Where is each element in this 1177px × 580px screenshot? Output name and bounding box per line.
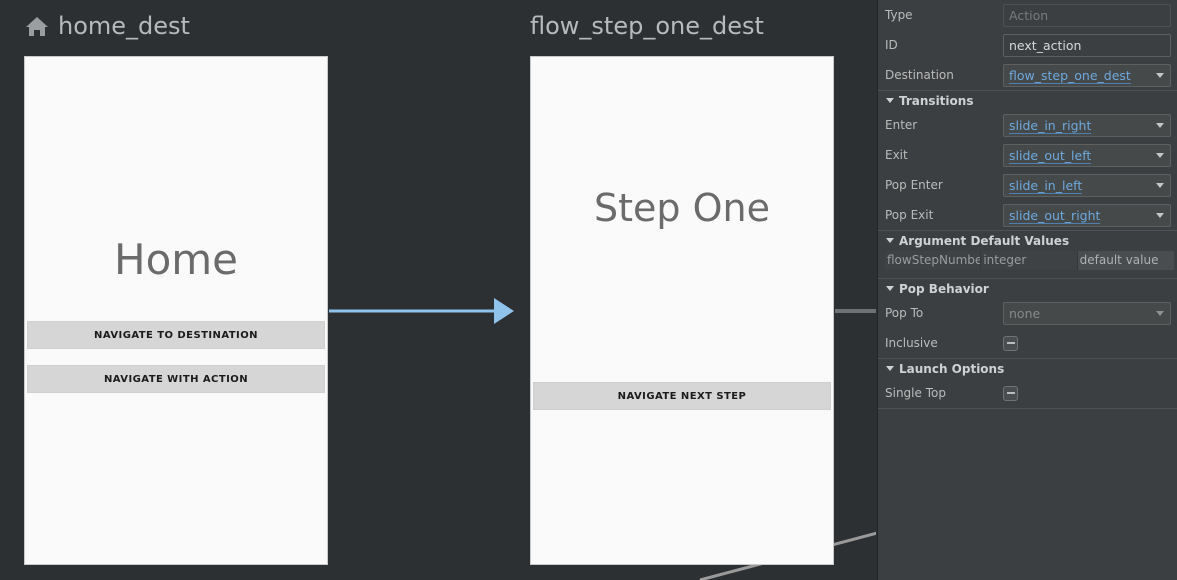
home-icon [26,17,48,36]
property-label-type: Type [885,8,913,22]
screen-label-home: Home [113,235,239,284]
destination-title-flow-step-one-dest: flow_step_one_dest [530,12,764,40]
chevron-down-icon [1156,153,1164,158]
section-title: Transitions [899,93,974,108]
destination-dropdown[interactable]: flow_step_one_dest [1003,63,1171,87]
screen-button-navigate-with-action[interactable]: NAVIGATE WITH ACTION [27,365,325,393]
property-label-inclusive: Inclusive [885,336,938,350]
property-row-type: Type Action [878,0,1177,30]
navigation-graph-canvas[interactable]: home_dest flow_step_one_dest Home N [0,0,876,580]
chevron-down-icon [886,98,894,103]
destination-title-text: home_dest [58,12,190,40]
property-row-id: ID next_action [878,30,1177,60]
property-row-pop-enter: Pop Enter slide_in_left [878,170,1177,200]
section-title: Launch Options [899,361,1005,376]
section-header-transitions[interactable]: Transitions [878,90,1177,110]
screen-label-step-one: Step One [594,186,770,230]
indeterminate-dash-icon [1006,342,1015,344]
pop-enter-transition-value: slide_in_left [1009,177,1083,194]
pop-to-dropdown[interactable]: none [1003,301,1171,325]
property-row-destination: Destination flow_step_one_dest [878,60,1177,90]
exit-transition-value: slide_out_left [1009,147,1092,164]
pop-exit-transition-dropdown[interactable]: slide_out_right [1003,203,1171,227]
property-label-pop-enter: Pop Enter [885,178,943,192]
property-row-inclusive: Inclusive [878,328,1177,358]
section-title: Argument Default Values [899,233,1070,248]
property-row-exit: Exit slide_out_left [878,140,1177,170]
chevron-down-icon [1156,123,1164,128]
pop-enter-transition-dropdown[interactable]: slide_in_left [1003,173,1171,197]
destination-title-home-dest: home_dest [24,12,190,40]
screen-button-navigate-to-destination[interactable]: NAVIGATE TO DESTINATION [27,321,325,349]
enter-transition-dropdown[interactable]: slide_in_right [1003,113,1171,137]
id-field[interactable]: next_action [1003,33,1171,57]
edge-home-to-flow-step-one[interactable] [329,298,514,324]
section-header-pop-behavior[interactable]: Pop Behavior [878,278,1177,298]
argument-type-cell[interactable]: integer [981,251,1078,270]
property-row-enter: Enter slide_in_right [878,110,1177,140]
property-label-exit: Exit [885,148,908,162]
single-top-checkbox[interactable] [1003,385,1018,401]
pop-to-value: none [1009,305,1041,321]
inclusive-checkbox[interactable] [1003,335,1018,351]
argument-default-value-cell[interactable]: default value [1077,251,1174,270]
property-label-id: ID [885,38,898,52]
property-row-single-top: Single Top [878,378,1177,408]
pop-exit-transition-value: slide_out_right [1009,207,1101,224]
section-header-launch-options[interactable]: Launch Options [878,358,1177,378]
destination-title-text: flow_step_one_dest [530,12,764,40]
chevron-down-icon [1156,311,1164,316]
property-label-single-top: Single Top [885,386,946,400]
exit-transition-dropdown[interactable]: slide_out_left [1003,143,1171,167]
enter-transition-value: slide_in_right [1009,117,1092,134]
type-field: Action [1003,3,1171,27]
chevron-down-icon [1156,73,1164,78]
property-label-pop-to: Pop To [885,306,924,320]
destination-card-flow-step-one-dest[interactable]: Step One NAVIGATE NEXT STEP [530,56,834,565]
chevron-down-icon [1156,183,1164,188]
property-label-destination: Destination [885,68,954,82]
property-label-pop-exit: Pop Exit [885,208,934,222]
chevron-down-icon [886,238,894,243]
section-title: Pop Behavior [899,281,989,296]
chevron-down-icon [1156,213,1164,218]
screen-button-navigate-next-step[interactable]: NAVIGATE NEXT STEP [533,382,831,410]
section-header-argument-default-values[interactable]: Argument Default Values [878,230,1177,250]
indeterminate-dash-icon [1006,392,1015,394]
argument-table-row[interactable]: flowStepNumbe integer default value [885,251,1174,270]
property-label-enter: Enter [885,118,918,132]
destination-card-home-dest[interactable]: Home NAVIGATE TO DESTINATION NAVIGATE WI… [24,56,328,565]
property-row-pop-to: Pop To none [878,298,1177,328]
argument-name-cell[interactable]: flowStepNumbe [885,251,982,270]
panel-bottom-divider [878,408,1177,409]
chevron-down-icon [886,366,894,371]
destination-dropdown-value: flow_step_one_dest [1009,67,1131,84]
attributes-panel: Type Action ID next_action Destination f… [877,0,1177,580]
chevron-down-icon [886,286,894,291]
property-row-pop-exit: Pop Exit slide_out_right [878,200,1177,230]
